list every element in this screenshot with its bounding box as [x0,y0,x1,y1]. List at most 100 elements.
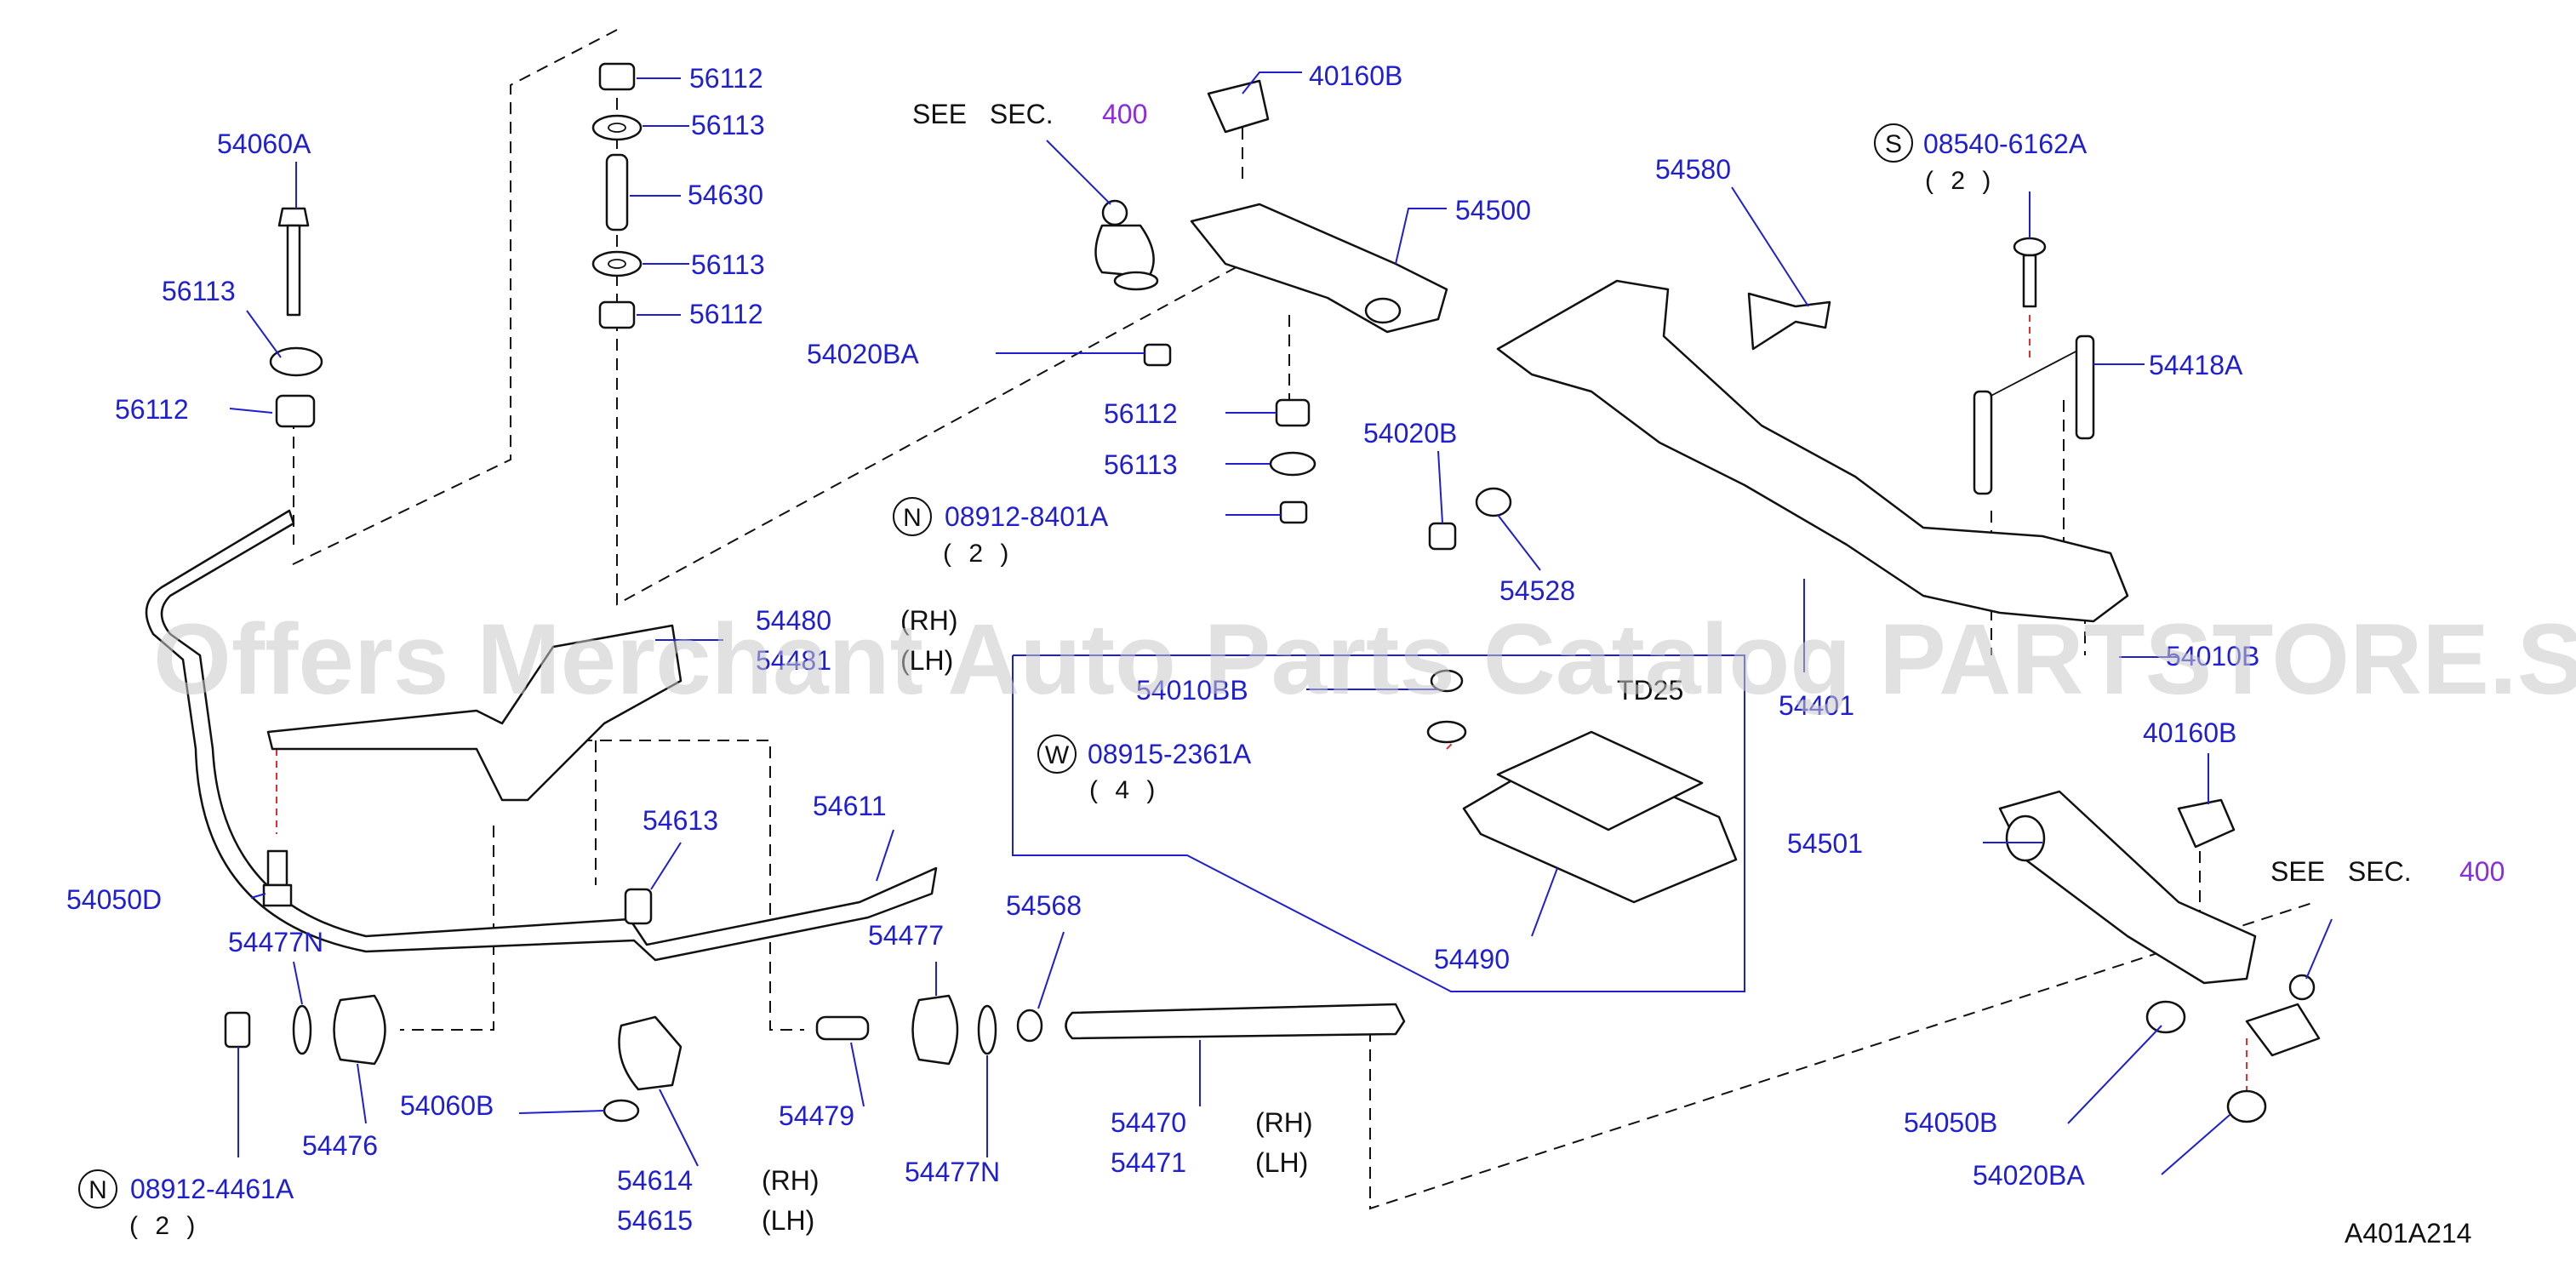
part-54501[interactable]: 54501 [1787,828,1863,859]
bushing-54477 [911,994,959,1066]
part-54481[interactable]: 54481 [756,645,831,676]
see-sec-400-right[interactable]: 400 [2459,856,2505,887]
mount-54490 [1462,730,1738,904]
part-54528[interactable]: 54528 [1499,575,1575,606]
part-54010BB[interactable]: 54010BB [1136,675,1248,706]
part-54060A[interactable]: 54060A [217,129,311,159]
part-54611[interactable]: 54611 [813,791,887,821]
lower-arm-54500 [1190,203,1448,334]
part-54477N-left[interactable]: 54477N [228,927,323,957]
qual-54614-rh: (RH) [762,1165,820,1196]
see-sec-400-top[interactable]: 400 [1102,99,1147,129]
part-54630[interactable]: 54630 [688,180,763,210]
part-54020BA-top[interactable]: 54020BA [807,339,919,369]
part-56113-center[interactable]: 56113 [1104,449,1178,480]
qty-08912-8401A: ( 2 ) [943,540,1014,568]
part-54477[interactable]: 54477 [868,920,944,951]
bolt-54050D [262,849,293,907]
part-54010B[interactable]: 54010B [2166,641,2259,672]
circle-W-2361A: W [1037,734,1077,774]
part-54418A[interactable]: 54418A [2149,350,2243,380]
svg-text:N: N [903,504,922,532]
bracket-54480 [266,624,683,802]
bracket-40160B-top [1207,79,1270,134]
qual-54471-lh: (LH) [1255,1147,1308,1178]
qual-td25: TD25 [1617,675,1683,706]
part-08912-8401A[interactable]: 08912-8401A [945,501,1109,532]
nuts-right [2145,1000,2267,1123]
qual-54615-lh: (LH) [762,1205,814,1236]
part-54401[interactable]: 54401 [1779,690,1854,721]
part-54020BA-bottom[interactable]: 54020BA [1973,1160,2085,1191]
nut-54568 [1016,1009,1043,1043]
part-56112-mid[interactable]: 56112 [689,299,763,329]
part-54580[interactable]: 54580 [1655,154,1731,185]
small-bushings-center [1143,343,1512,551]
bushing-stack-top [591,62,643,329]
td25-detail-box [1012,654,1745,992]
part-54568[interactable]: 54568 [1006,890,1082,921]
svg-text:W: W [1045,741,1070,769]
part-54613[interactable]: 54613 [643,805,718,836]
bracket-40160B-right [2177,798,2236,849]
assembly-dashed-lines [288,29,2316,1210]
circle-N-8401A: N [893,497,932,536]
qual-54480-rh: (RH) [900,605,958,636]
diagram-code: A401A214 [2345,1218,2471,1249]
qual-54470-rh: (RH) [1255,1107,1313,1138]
watermark: Offers Merchant Auto Parts Catalog PARTS… [153,603,2576,716]
part-54050B[interactable]: 54050B [1904,1107,1997,1138]
part-54476[interactable]: 54476 [302,1130,378,1161]
part-labels: 56112 56113 54630 56113 56112 54060A 561… [66,60,2505,1249]
link-bolt-left [269,207,323,428]
part-54020B[interactable]: 54020B [1363,418,1457,449]
screw-08540-6162A [2013,237,2047,308]
bolt-54580 [1747,292,1831,351]
nut-08912-4461A [224,1011,251,1049]
part-40160B-right[interactable]: 40160B [2143,717,2236,748]
part-08915-2361A[interactable]: 08915-2361A [1088,739,1252,769]
see-sec-label-right: SEE SEC. [2270,856,2412,887]
bushing-54476 [333,994,386,1066]
lower-arm-54501 [1998,790,2257,985]
link-54418A [1973,334,2095,495]
part-54050D[interactable]: 54050D [66,884,162,915]
part-40160B-top[interactable]: 40160B [1309,60,1402,91]
part-54060B[interactable]: 54060B [400,1090,494,1121]
part-54477N-right[interactable]: 54477N [905,1157,1000,1187]
part-56112-left[interactable]: 56112 [115,394,189,425]
part-54471[interactable]: 54471 [1111,1147,1186,1178]
bracket-54614 [603,1015,683,1123]
washer-box [1426,669,1467,744]
svg-text:N: N [89,1176,107,1204]
leader-lines [229,71,2333,1175]
part-54500[interactable]: 54500 [1455,195,1531,226]
part-56113-mid[interactable]: 56113 [691,249,765,280]
bushing-54479 [815,1015,870,1041]
crossmember-54401 [1496,279,2129,623]
part-54470[interactable]: 54470 [1111,1107,1186,1138]
washer-54477N-right [977,1004,997,1055]
part-54480[interactable]: 54480 [756,605,831,636]
part-56112-center[interactable]: 56112 [1104,398,1178,429]
part-54615[interactable]: 54615 [617,1205,693,1236]
see-sec-label-top: SEE SEC. [912,99,1054,129]
part-08540-6162A[interactable]: 08540-6162A [1923,129,2088,159]
qty-08912-4461A: ( 2 ) [129,1212,200,1240]
part-54614[interactable]: 54614 [617,1165,693,1196]
part-54479[interactable]: 54479 [779,1100,854,1131]
qty-08540-6162A: ( 2 ) [1925,167,1996,195]
ball-joint-right [2245,974,2321,1057]
washer-54477N-left [292,1004,312,1055]
stabilizer-bar [145,509,938,962]
part-56112-top[interactable]: 56112 [689,63,763,94]
svg-text:S: S [1885,130,1902,158]
part-54490[interactable]: 54490 [1434,944,1510,974]
part-56113-top[interactable]: 56113 [691,110,765,140]
part-56113-left[interactable]: 56113 [162,276,236,306]
circle-N-4461A: N [78,1169,117,1209]
part-08912-4461A[interactable]: 08912-4461A [130,1174,294,1204]
circle-S-6162A: S [1874,123,1913,163]
